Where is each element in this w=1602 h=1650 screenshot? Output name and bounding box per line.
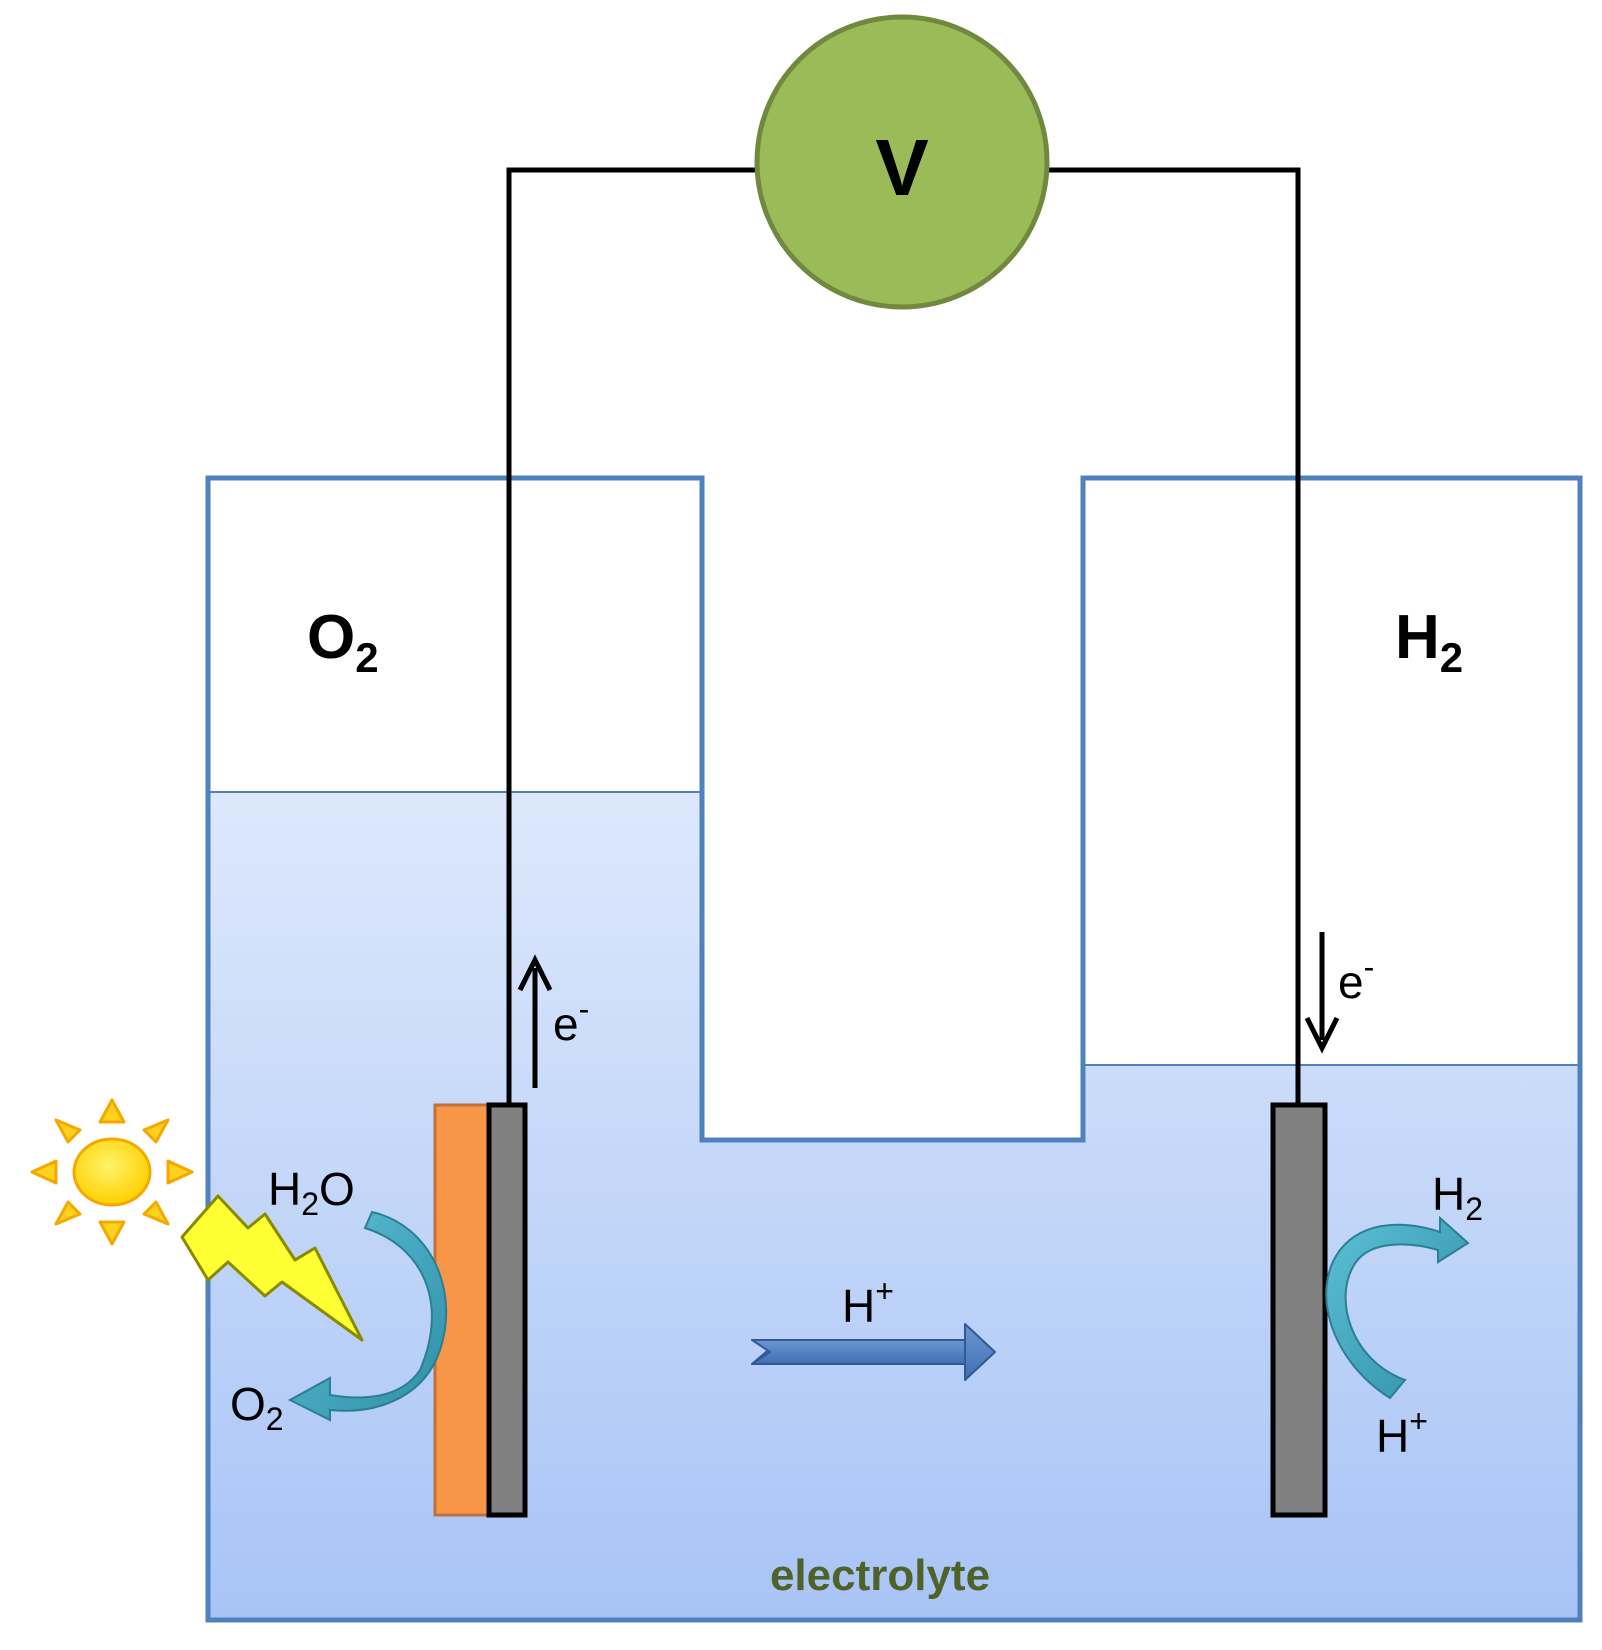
proton-arrow-tail <box>751 1339 966 1365</box>
product-label-o2: O2 <box>230 1378 284 1437</box>
voltmeter: V <box>754 14 1050 310</box>
proton-label-middle: H+ <box>842 1273 894 1332</box>
gas-label-h2: H2 <box>1395 603 1463 681</box>
voltmeter-circle <box>754 14 1050 310</box>
vessel-outline <box>205 475 1583 1623</box>
electron-arrow-up-icon <box>517 954 553 1088</box>
electrolyte-label: electrolyte <box>770 1551 990 1600</box>
left-electrode <box>486 1102 528 1518</box>
electron-label-right: e- <box>1338 949 1374 1008</box>
electron-label-left: e- <box>553 991 589 1050</box>
electrolyte-liquid <box>208 792 1580 1620</box>
oxidation-curved-arrow-icon <box>287 1210 448 1422</box>
lightning-icon <box>180 1194 364 1342</box>
wire-right <box>1048 167 1301 1105</box>
right-electrode <box>1270 1102 1328 1518</box>
voltmeter-label: V <box>875 123 928 212</box>
gas-label-o2: O2 <box>307 603 379 681</box>
wire-left <box>506 167 758 1105</box>
reactant-label-h2o: H2O <box>268 1163 355 1222</box>
reactant-label-hplus: H+ <box>1376 1403 1428 1462</box>
reduction-curved-arrow-icon <box>1325 1215 1470 1400</box>
electron-arrow-down-icon <box>1304 932 1340 1054</box>
sun-icon <box>30 1098 194 1246</box>
product-label-h2: H2 <box>1432 1168 1483 1227</box>
